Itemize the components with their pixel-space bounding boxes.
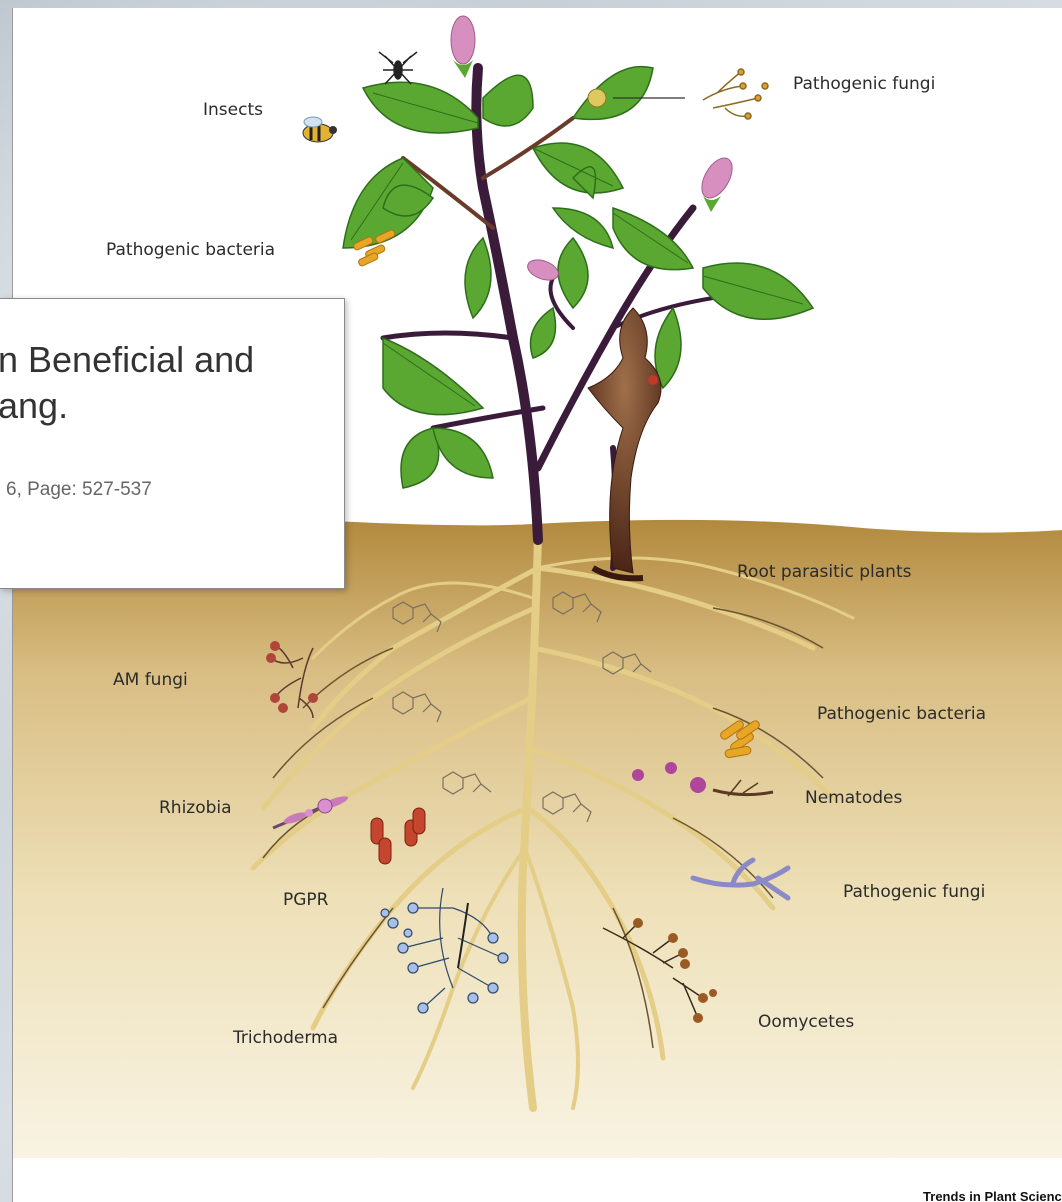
label-pathogenic-bacteria-root: Pathogenic bacteria <box>817 704 986 724</box>
label-trichoderma: Trichoderma <box>233 1028 338 1048</box>
pathogenic-fungi-icon-top <box>703 69 768 119</box>
popup-citation: 6, Page: 527-537 <box>6 479 152 501</box>
label-pathogenic-bacteria-top: Pathogenic bacteria <box>106 240 275 260</box>
label-nematodes: Nematodes <box>805 788 902 808</box>
bee-icon <box>303 117 337 142</box>
leaves <box>343 67 813 488</box>
figure-credit: Trends in Plant Science <box>923 1189 1062 1202</box>
popup-title-line-2: ang. <box>0 383 345 429</box>
popup-title[interactable]: n Beneficial and ang. <box>0 337 345 429</box>
plant-illustration <box>13 8 1062 1202</box>
plant-interactions-figure: Insects Pathogenic fungi Pathogenic bact… <box>12 8 1062 1202</box>
label-am-fungi: AM fungi <box>113 670 188 690</box>
mosquito-icon <box>379 52 417 84</box>
label-pgpr: PGPR <box>283 890 329 910</box>
label-root-parasitic-plants: Root parasitic plants <box>737 562 911 582</box>
article-popup-card[interactable]: n Beneficial and ang. 6, Page: 527-537 <box>0 298 345 589</box>
label-oomycetes: Oomycetes <box>758 1012 854 1032</box>
label-rhizobia: Rhizobia <box>159 798 232 818</box>
popup-title-line-1: n Beneficial and <box>0 337 345 383</box>
label-insects: Insects <box>203 100 263 120</box>
label-pathogenic-fungi-top: Pathogenic fungi <box>793 74 935 94</box>
leaf-fungus-spot <box>588 89 606 107</box>
label-pathogenic-fungi-root: Pathogenic fungi <box>843 882 985 902</box>
